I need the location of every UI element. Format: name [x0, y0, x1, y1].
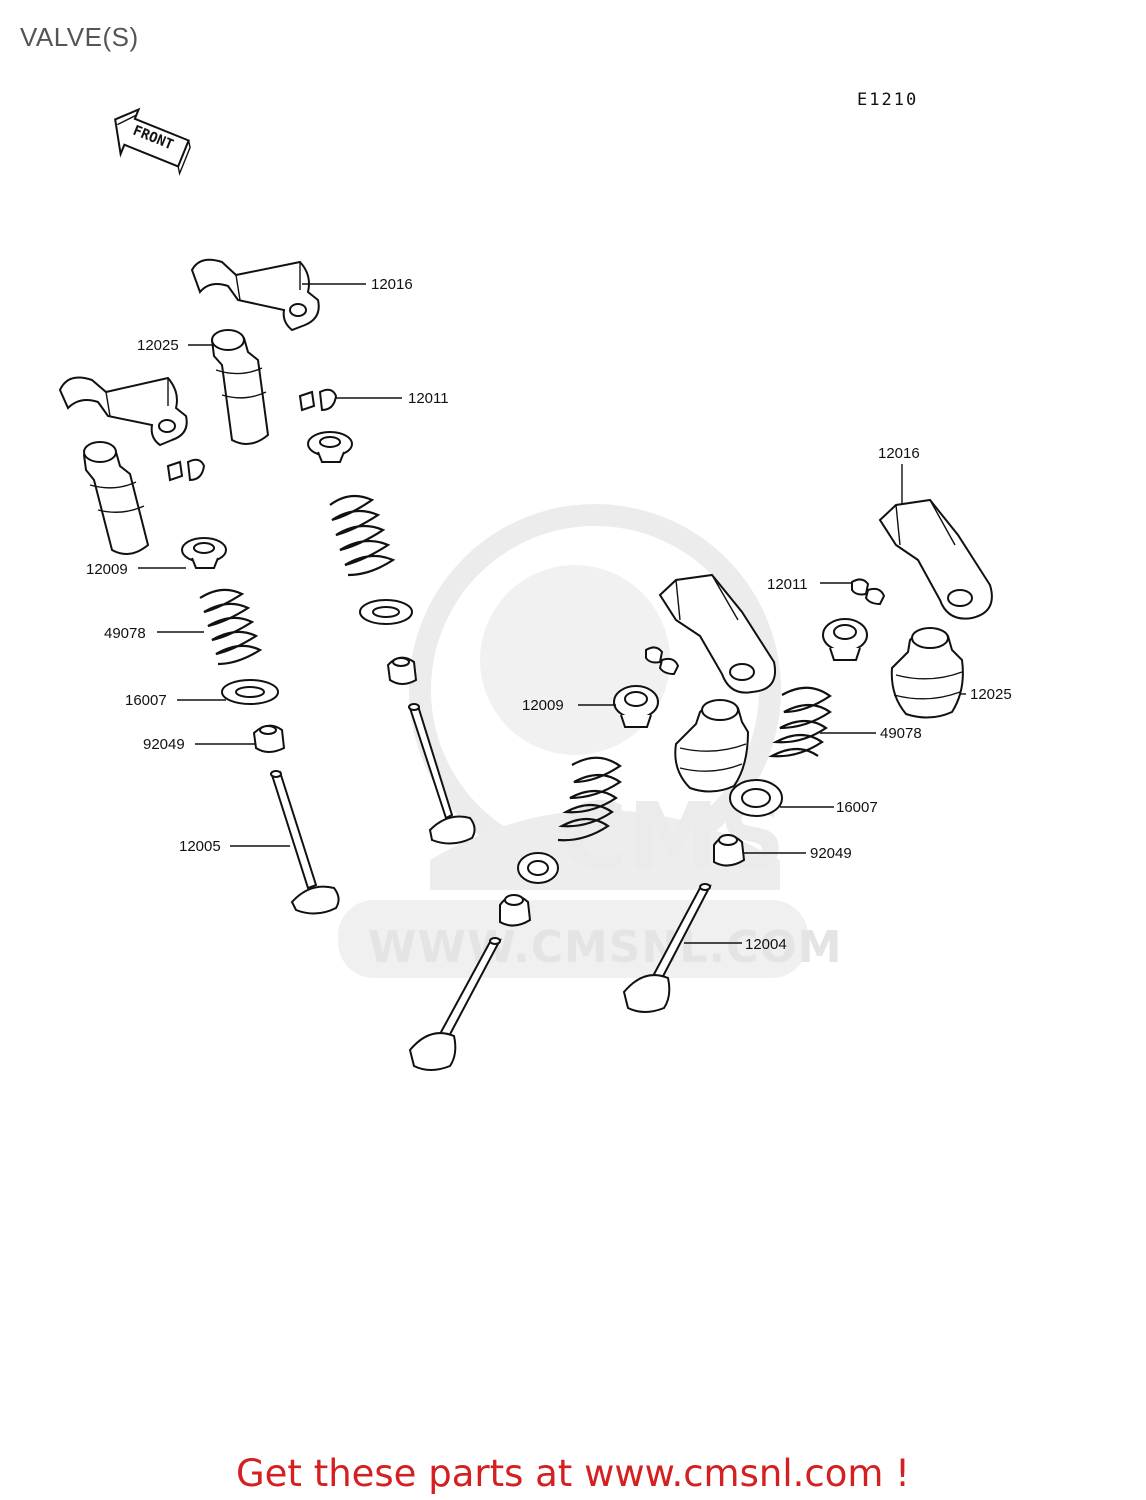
callout-16007-left[interactable]: 16007	[125, 692, 167, 709]
stem-seal-upper-left	[386, 656, 418, 685]
stem-seal-right	[713, 834, 746, 867]
rocker-arm-right-lower	[658, 573, 776, 694]
callout-12011-left[interactable]: 12011	[408, 390, 449, 407]
rocker-arm-right-upper	[878, 498, 993, 620]
spring-seat-right-lower	[517, 852, 559, 884]
callout-12016-right[interactable]: 12016	[878, 445, 920, 462]
valve-right-upper	[622, 883, 712, 1013]
valve-right-lower	[408, 937, 502, 1071]
callout-92049-left[interactable]: 92049	[143, 736, 185, 753]
callout-92049-right[interactable]: 92049	[810, 845, 852, 862]
lifter-lower-left	[82, 441, 150, 555]
rocker-arm-upper-left	[190, 258, 320, 332]
lifter-upper-left	[210, 329, 270, 445]
spring-right-upper	[768, 686, 832, 758]
spring-lower-left	[199, 588, 263, 666]
stem-seal-lower-left	[252, 724, 286, 753]
page-title: VALVE(S)	[20, 22, 139, 52]
spring-right-lower	[557, 756, 622, 842]
spring-seat-upper-left	[359, 599, 413, 625]
retainer-upper-left	[307, 431, 353, 463]
callout-49078-right[interactable]: 49078	[880, 725, 922, 742]
rocker-arm-lower-left	[58, 376, 188, 447]
callout-49078-left[interactable]: 49078	[104, 625, 146, 642]
callout-12009-right[interactable]: 12009	[522, 697, 564, 714]
callout-12025-left[interactable]: 12025	[137, 337, 179, 354]
retainer-lower-left	[181, 537, 227, 569]
callout-12004[interactable]: 12004	[745, 936, 787, 953]
valve-lower-left	[270, 770, 340, 915]
collet-upper-left	[298, 388, 338, 412]
collet-right-upper	[851, 578, 886, 606]
footer-cta-link[interactable]: Get these parts at www.cmsnl.com !	[235, 1452, 910, 1495]
lifter-right-upper	[890, 627, 964, 719]
retainer-right-upper	[822, 618, 868, 661]
callout-12025-right[interactable]: 12025	[970, 686, 1012, 703]
diagram-code: E1210	[857, 90, 919, 110]
callout-12016-left[interactable]: 12016	[371, 276, 413, 293]
spring-upper-left	[329, 494, 396, 577]
front-arrow-icon	[114, 107, 191, 176]
collet-lower-left	[166, 458, 206, 482]
callout-12009-left[interactable]: 12009	[86, 561, 128, 578]
lifter-right-lower	[674, 699, 750, 793]
spring-seat-lower-left	[221, 679, 279, 705]
callout-16007-right[interactable]: 16007	[836, 799, 878, 816]
spring-seat-right	[729, 779, 783, 817]
stem-seal-right-lower	[499, 894, 532, 927]
callout-12005[interactable]: 12005	[179, 838, 221, 855]
collet-right-lower	[645, 646, 680, 676]
watermark-domain: WWW.CMSNL.COM	[368, 922, 843, 973]
valve-upper-left	[408, 703, 476, 845]
retainer-right-lower	[613, 685, 659, 728]
leader-lines	[138, 283, 966, 944]
callout-12011-right[interactable]: 12011	[767, 576, 808, 593]
